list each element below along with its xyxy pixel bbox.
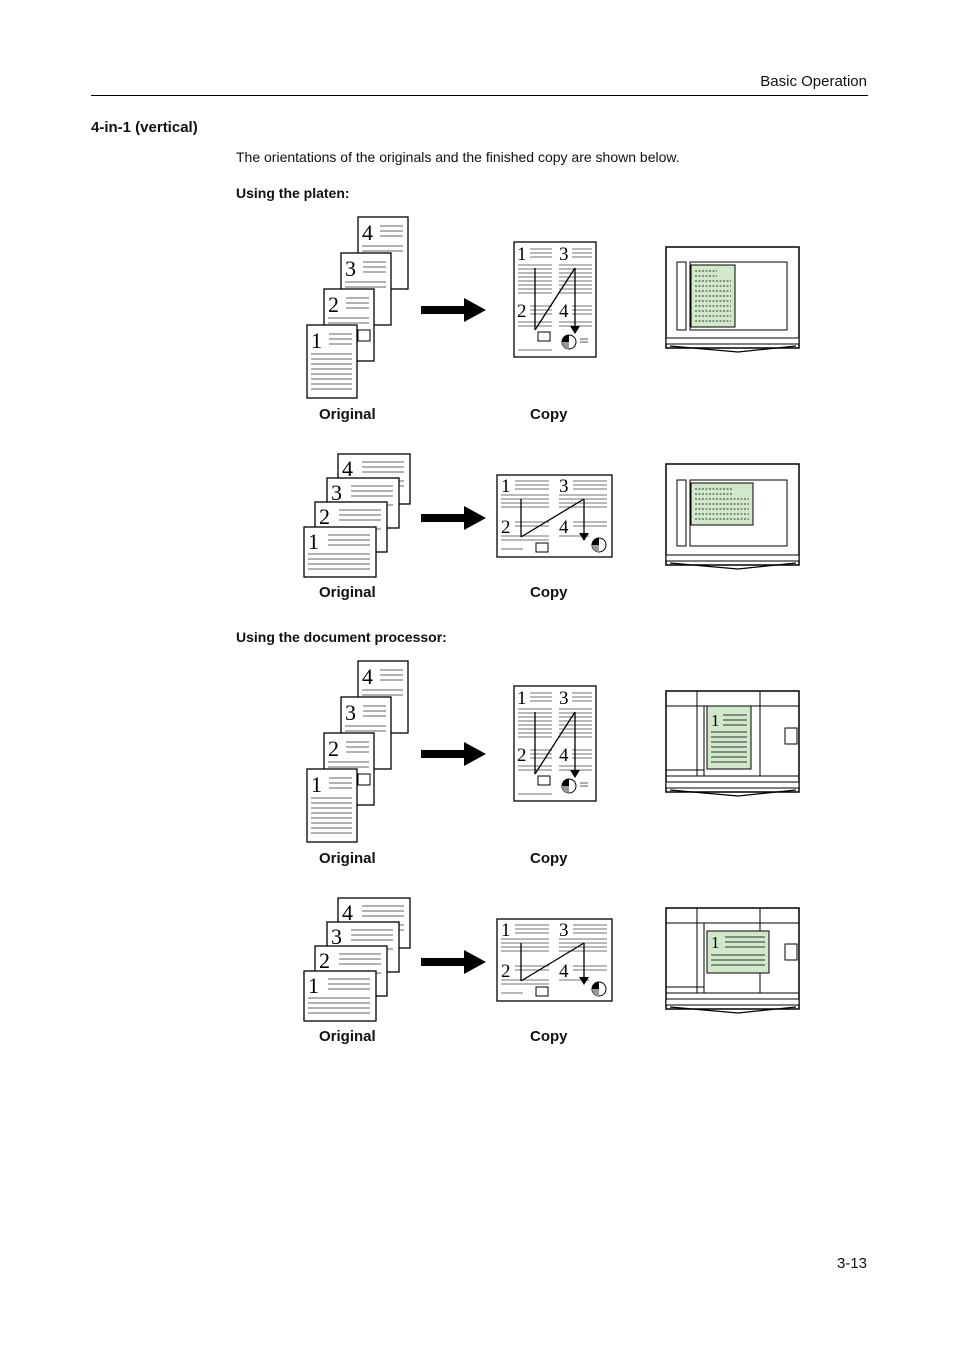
svg-text:3: 3 — [559, 920, 569, 941]
subheading-document-processor: Using the document processor: — [236, 629, 447, 645]
original-page-1: 1 — [303, 526, 377, 578]
original-stack-portrait: 4 3 2 1 — [306, 216, 409, 399]
svg-text:4: 4 — [362, 664, 373, 689]
copy-result-portrait: 1 3 2 4 — [513, 241, 597, 358]
svg-text:3: 3 — [559, 476, 569, 497]
original-page-1: 1 — [306, 768, 358, 843]
header-rule — [91, 95, 868, 96]
svg-text:3: 3 — [345, 256, 356, 281]
svg-text:2: 2 — [328, 736, 339, 761]
svg-text:3: 3 — [559, 244, 569, 265]
svg-text:2: 2 — [319, 504, 330, 529]
svg-text:2: 2 — [501, 961, 511, 982]
svg-text:1: 1 — [308, 529, 319, 554]
platen-view-icon — [665, 246, 800, 353]
svg-text:1: 1 — [711, 711, 720, 730]
svg-text:4: 4 — [559, 961, 569, 982]
caption-copy: Copy — [530, 850, 568, 867]
svg-text:3: 3 — [331, 480, 342, 505]
svg-text:4: 4 — [559, 517, 569, 538]
copy-result-landscape: 1 3 2 4 — [496, 474, 613, 558]
original-stack-landscape: 4 3 2 1 — [303, 453, 411, 578]
document-processor-view-icon: 1 — [665, 907, 800, 1014]
svg-text:3: 3 — [559, 688, 569, 709]
page-number: 3-13 — [836, 1255, 867, 1272]
svg-text:4: 4 — [342, 456, 353, 481]
caption-copy: Copy — [530, 406, 568, 423]
subheading-platen: Using the platen: — [236, 185, 350, 201]
caption-copy: Copy — [530, 1028, 568, 1045]
copy-result-portrait: 1 3 2 4 — [513, 685, 597, 802]
svg-text:3: 3 — [331, 924, 342, 949]
svg-text:2: 2 — [319, 948, 330, 973]
svg-text:1: 1 — [501, 476, 511, 497]
svg-text:3: 3 — [345, 700, 356, 725]
caption-original: Original — [319, 850, 376, 867]
svg-text:1: 1 — [711, 933, 720, 952]
caption-original: Original — [319, 584, 376, 601]
svg-text:2: 2 — [328, 292, 339, 317]
svg-text:4: 4 — [559, 301, 569, 322]
original-page-1: 1 — [303, 970, 377, 1022]
caption-original: Original — [319, 1028, 376, 1045]
svg-text:1: 1 — [311, 772, 322, 797]
copy-result-landscape: 1 3 2 4 — [496, 918, 613, 1002]
svg-text:1: 1 — [517, 688, 527, 709]
svg-text:4: 4 — [559, 745, 569, 766]
svg-text:1: 1 — [311, 328, 322, 353]
arrow-right-icon — [421, 950, 486, 974]
svg-text:4: 4 — [342, 900, 353, 925]
header-title: Basic Operation — [760, 73, 867, 90]
svg-text:2: 2 — [501, 517, 511, 538]
arrow-right-icon — [421, 506, 486, 530]
svg-text:1: 1 — [517, 244, 527, 265]
svg-text:1: 1 — [308, 973, 319, 998]
svg-text:2: 2 — [517, 745, 527, 766]
caption-copy: Copy — [530, 584, 568, 601]
original-stack-portrait: 4 3 2 1 — [306, 660, 409, 843]
section-title: 4-in-1 (vertical) — [91, 119, 198, 136]
intro-text: The orientations of the originals and th… — [236, 149, 680, 165]
original-stack-landscape: 4 3 2 1 — [303, 897, 411, 1022]
arrow-right-icon — [421, 742, 486, 766]
original-page-1: 1 — [306, 324, 358, 399]
svg-text:1: 1 — [501, 920, 511, 941]
caption-original: Original — [319, 406, 376, 423]
platen-view-icon — [665, 463, 800, 570]
svg-text:4: 4 — [362, 220, 373, 245]
svg-text:2: 2 — [517, 301, 527, 322]
document-processor-view-icon: 1 — [665, 690, 800, 797]
arrow-right-icon — [421, 298, 486, 322]
